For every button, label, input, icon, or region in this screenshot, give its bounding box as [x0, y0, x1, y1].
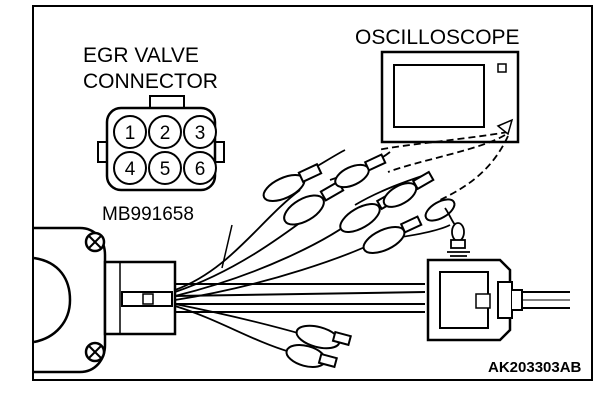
pin-label-5: 5: [160, 159, 171, 180]
pin-label-1: 1: [125, 123, 136, 144]
alligator-clip: [424, 198, 456, 222]
oscilloscope-probe-leads: [377, 131, 509, 201]
harness-side-connector: [426, 258, 523, 342]
valve-side-connector: [103, 260, 177, 336]
egr-valve-body: [33, 226, 107, 374]
alligator-clip: [295, 324, 352, 350]
egr-valve-connector-face: [97, 95, 225, 192]
connector-label-line2: CONNECTOR: [83, 70, 218, 93]
pin-label-2: 2: [160, 123, 171, 144]
probe-tip: [496, 118, 514, 136]
tool-label: MB991658: [102, 204, 194, 225]
alligator-clip: [362, 215, 423, 254]
outgoing-harness: [522, 291, 570, 309]
harness-bundle: [174, 283, 426, 313]
alligator-clip: [262, 162, 323, 202]
oscilloscope: [380, 50, 520, 144]
alligator-clip: [334, 153, 387, 189]
oscilloscope-label: OSCILLOSCOPE: [355, 26, 520, 49]
test-lamp-icon: [444, 207, 470, 257]
alligator-clip: [285, 344, 338, 369]
alligator-clip: [382, 170, 435, 208]
diagram-frame: [32, 5, 593, 381]
figure-code: AK203303AB: [488, 359, 582, 376]
pin-label-4: 4: [125, 159, 136, 180]
pin-label-6: 6: [195, 159, 206, 180]
tool-leader-line: [221, 224, 233, 269]
pin-label-3: 3: [195, 123, 206, 144]
harness-wires: [174, 149, 451, 353]
connector-label-line1: EGR VALVE: [83, 44, 199, 67]
